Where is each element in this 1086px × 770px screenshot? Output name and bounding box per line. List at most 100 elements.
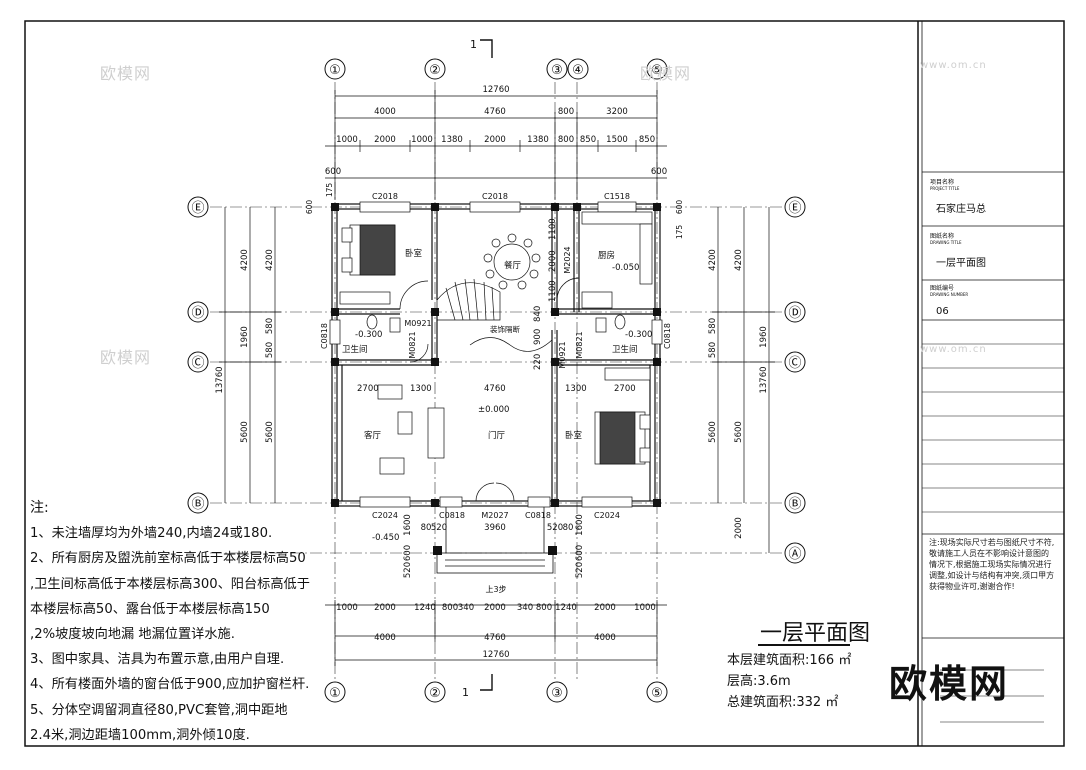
window-label-6: C2024 [372, 511, 398, 520]
project-label: 项目名称 [930, 178, 954, 186]
room-dining: 餐厅 [504, 261, 522, 271]
dim-bot-d10: 2000 [594, 603, 616, 613]
window-label-9: C2024 [594, 511, 620, 520]
dim-top-bay-3: 800 [558, 107, 574, 117]
room-dim-4760: 4760 [484, 384, 506, 394]
floor-area: 本层建筑面积:166 ㎡ [727, 653, 852, 668]
dim-side-175-b: 175 [675, 225, 684, 240]
decorative-partition [469, 337, 553, 352]
watermark: 欧模网 [640, 64, 692, 83]
dim-left-1: 4200 [240, 249, 250, 271]
dim-bot-total: 12760 [482, 650, 509, 660]
dim-top-d10: 850 [639, 135, 655, 145]
dim-side-175-a: 175 [325, 183, 334, 198]
axis-label-d-left: Ⓓ [191, 306, 204, 321]
room-dim-840: 840 [533, 306, 543, 322]
building-walls [331, 203, 661, 507]
level-kitchen: -0.050 [612, 263, 639, 273]
axis-label-e-right: Ⓔ [788, 201, 801, 216]
dim-right-3: 1960 [759, 326, 769, 348]
dim-top-bay-2: 4760 [484, 107, 506, 117]
dim-top-bay-1: 4000 [374, 107, 396, 117]
section-markers [480, 39, 493, 691]
title-block [917, 21, 1064, 746]
note-line-5: ,2%坡度坡向地漏 地漏位置详水施. [30, 627, 235, 643]
axis-label-2-top: ② [429, 63, 441, 78]
window-label-1: C2018 [372, 192, 398, 201]
dim-porch-v3: 520 [403, 562, 413, 578]
room-dim-900: 900 [533, 329, 543, 345]
side-dimension-lines [219, 207, 775, 553]
porch-steps-label: 上3步 [485, 585, 506, 594]
dim-porch-3: 3960 [484, 523, 506, 533]
dim-bot-d9: 1240 [555, 603, 577, 613]
design-notes: 注: 1、未注墙厚均为外墙240,内墙24或180. 2、所有厨房及盥洗前室标高… [30, 496, 330, 748]
axis-label-3-top: ③ [551, 63, 563, 78]
watermark-url: www.om.cn [920, 60, 987, 71]
watermark: 欧模网 [100, 64, 152, 83]
dim-side-600-a: 600 [305, 200, 314, 215]
dim-bot-bay-1: 4000 [374, 633, 396, 643]
dining-table [483, 233, 541, 290]
dim-top-side-1: 600 [325, 167, 341, 177]
brand-logo: 欧模网 [889, 662, 1010, 706]
floor-height: 层高:3.6m [727, 674, 791, 689]
dim-bot-d7: 340 [517, 603, 533, 613]
top-dimension-lines [325, 90, 667, 200]
dim-bot-d2: 2000 [374, 603, 396, 613]
project-value: 石家庄马总 [936, 202, 986, 215]
axis-label-c-right: Ⓒ [788, 356, 801, 371]
dim-bot-d3: 1240 [414, 603, 436, 613]
drawing-name-label-en: DRAWING TITLE [930, 240, 962, 245]
drawing-number-label-en: DRAWING NUMBER [930, 292, 968, 297]
bedroom2-bed [594, 411, 651, 465]
dim-right-porch: 2000 [734, 517, 744, 539]
dim-porch-v1: 1600 [403, 514, 413, 536]
axis-label-b-right: Ⓑ [788, 497, 801, 512]
note-line-9: 2.4米,洞边距墙100mm,洞外倾10度. [30, 727, 250, 743]
door-label-5: M0821 [575, 331, 584, 358]
living-room-sofa [377, 384, 445, 475]
section-marker-top: 1 [470, 38, 477, 51]
dim-bot-bay-2: 4760 [484, 633, 506, 643]
dim-left-5: 580 [265, 342, 275, 358]
watermark-url: www.om.cn [920, 344, 987, 355]
dim-porch-v2: 600 [403, 545, 413, 561]
room-bath2: 卫生间 [612, 344, 638, 355]
window-label-4: C0818 [320, 323, 329, 349]
room-bedroom2: 卧室 [565, 430, 583, 441]
dim-porch-1: 80 [421, 523, 432, 533]
drawing-frame [24, 20, 1065, 747]
axis-bubbles [187, 58, 806, 703]
room-hall: 门厅 [488, 430, 506, 441]
level-hall: ±0.000 [478, 405, 509, 415]
dim-left-4: 580 [265, 318, 275, 334]
title-block-note: 注:现场实际尺寸若与图纸尺寸不符,敬请施工人员在不影响设计意图的情况下,根据施工… [929, 538, 1055, 591]
area-summary: 本层建筑面积:166 ㎡ 层高:3.6m 总建筑面积:332 ㎡ [727, 650, 851, 713]
door-label-2: M0821 [408, 331, 417, 358]
room-dim-2700a: 2700 [357, 384, 379, 394]
door-swings [399, 277, 580, 502]
kitchen-counter [581, 211, 653, 309]
note-line-6: 3、图中家具、洁具为布置示意,由用户自理. [30, 652, 285, 668]
window-label-8: C0818 [525, 511, 551, 520]
structural-columns [331, 203, 661, 555]
room-dim-1300b: 1300 [565, 384, 587, 394]
axis-label-1-bottom: ① [329, 686, 341, 701]
level-porch: -0.450 [372, 533, 399, 543]
door-label-3: M2024 [563, 246, 572, 273]
dim-porch-5: 80 [563, 523, 574, 533]
axis-label-5-bottom: ⑤ [651, 686, 663, 701]
dim-top-d7: 800 [558, 135, 574, 145]
bath-fixtures [366, 314, 626, 333]
dim-top-total: 12760 [482, 85, 509, 95]
door-label-1: M0921 [404, 319, 431, 328]
dim-top-d8: 850 [580, 135, 596, 145]
dim-bot-bay-3: 4000 [594, 633, 616, 643]
notes-heading: 注: [30, 500, 49, 516]
door-label-4: M0921 [558, 341, 567, 368]
dim-top-d5: 2000 [484, 135, 506, 145]
drawing-number-value: 06 [936, 306, 949, 317]
dim-bot-d8: 800 [536, 603, 552, 613]
